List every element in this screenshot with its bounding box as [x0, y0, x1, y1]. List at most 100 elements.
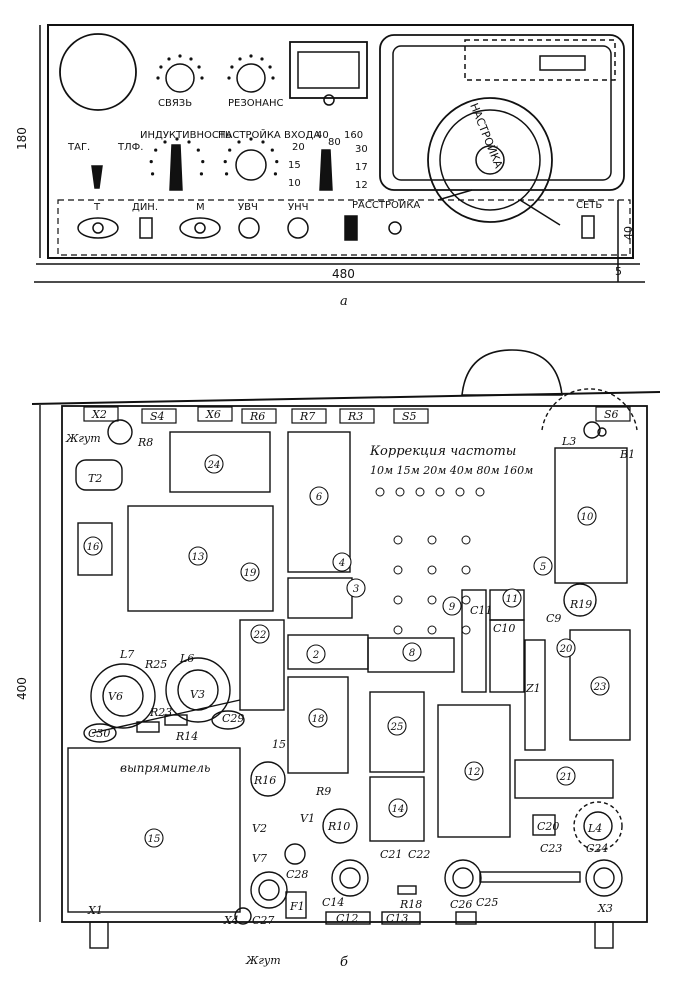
component-x4: X4	[223, 914, 239, 927]
module-label-21: 21	[559, 772, 573, 783]
dial-dot	[230, 65, 234, 69]
label-tag: ТАГ.	[67, 142, 90, 153]
band-label: 80	[328, 137, 341, 148]
connector-box	[241, 408, 277, 424]
component-c13: C13	[386, 912, 408, 925]
component-c24: C24	[586, 842, 608, 855]
component-r19: R19	[569, 598, 592, 611]
module-label-18: 18	[312, 714, 325, 725]
dial-dot	[260, 57, 264, 61]
module-circle	[240, 562, 260, 582]
module-label-20: 20	[559, 644, 573, 655]
label-correction-title: Коррекция частоты	[369, 444, 516, 459]
label-set: СЕТЬ	[576, 200, 602, 211]
dim-width-480: 480	[332, 267, 355, 281]
mount-hole	[393, 535, 403, 545]
label-rasstroika: РАССТРОЙКА	[352, 198, 420, 211]
label-rezonans: РЕЗОНАНС	[228, 98, 284, 109]
dial-dot	[224, 172, 229, 176]
module-label-25: 25	[390, 722, 404, 733]
component-l6: L6	[179, 652, 194, 665]
mount-hole	[427, 565, 437, 575]
module-label-16: 16	[87, 542, 100, 553]
component-c29: C29	[222, 712, 244, 725]
band-label: 160	[344, 130, 363, 141]
mount-hole	[427, 595, 437, 605]
module-label-3: 3	[353, 584, 359, 595]
component-labels: R8T2L3B1R5R19L7L6R25V6V3C30R23R14C29R16R…	[87, 435, 635, 927]
module-label-5: 5	[540, 562, 546, 573]
dial-dot	[167, 57, 171, 61]
module-label-14: 14	[392, 804, 405, 815]
band-label: 10	[288, 178, 301, 189]
label-m: М	[196, 202, 205, 213]
module-circle	[332, 552, 352, 572]
module-circle	[188, 546, 208, 566]
mount-hole	[461, 625, 471, 635]
module-circle	[83, 536, 103, 556]
dial-dot	[271, 76, 275, 80]
component-c20: C20	[537, 820, 559, 833]
module-label-6: 6	[316, 492, 323, 503]
component-c25: C25	[476, 896, 498, 909]
component-r16: R16	[253, 774, 276, 787]
component-c22: C22	[408, 848, 430, 861]
component-c28: C28	[286, 868, 308, 881]
component-r23: R23	[149, 706, 172, 719]
band-label: 40	[316, 130, 329, 141]
board-dots	[375, 487, 485, 635]
dial-dot	[197, 65, 201, 69]
module-circle	[346, 578, 366, 598]
module-circle	[464, 761, 484, 781]
component-c26: C26	[450, 898, 472, 911]
component-r9: R9	[315, 785, 331, 798]
component-l4: L4	[587, 822, 602, 835]
component-r14: R14	[175, 730, 198, 743]
component-x3: X3	[597, 902, 613, 915]
dial-dot	[261, 140, 265, 144]
component-c12: C12	[336, 912, 358, 925]
board-drawing	[31, 349, 661, 949]
component-15: 15	[272, 738, 286, 751]
component-v1: V1	[300, 812, 315, 825]
module-circle	[556, 766, 576, 786]
label-t: Т	[93, 202, 101, 213]
connector-box	[595, 406, 631, 422]
dim-margin-5: 5	[615, 265, 622, 278]
label-vypryamitel: выпрямитель	[120, 761, 210, 775]
component-c10: C10	[493, 622, 515, 635]
label-tlf: ТЛФ.	[117, 142, 143, 153]
component-c21: C21	[380, 848, 402, 861]
top-label-r6: R6	[249, 410, 265, 423]
component-v6: V6	[108, 690, 123, 703]
mount-hole	[427, 625, 437, 635]
correction-hole	[415, 487, 425, 497]
module-label-11: 11	[506, 594, 519, 605]
module-label-9: 9	[449, 602, 456, 613]
top-label-r7: R7	[299, 410, 315, 423]
component-r8: R8	[137, 436, 153, 449]
dial-dot	[154, 148, 158, 152]
mount-hole	[427, 535, 437, 545]
dial-dot	[149, 160, 153, 164]
component-r10: R10	[327, 820, 350, 833]
module-label-23: 23	[593, 682, 607, 693]
label-din: ДИН.	[132, 202, 158, 213]
connector-box	[141, 408, 177, 424]
component-r25: R25	[144, 658, 167, 671]
dial-dot	[189, 57, 193, 61]
component-r18: R18	[399, 898, 422, 911]
correction-hole	[395, 487, 405, 497]
mount-hole	[461, 565, 471, 575]
dial-dot	[249, 54, 253, 58]
module-circle	[533, 556, 553, 576]
caption-a: а	[340, 294, 348, 309]
module-circle	[442, 596, 462, 616]
dim-lower-40: 40	[622, 226, 635, 240]
connector-box	[291, 408, 327, 424]
band-label: 12	[355, 180, 368, 191]
module-label-4: 4	[338, 558, 345, 569]
module-label-8: 8	[409, 648, 415, 659]
component-v2: V2	[252, 822, 267, 835]
